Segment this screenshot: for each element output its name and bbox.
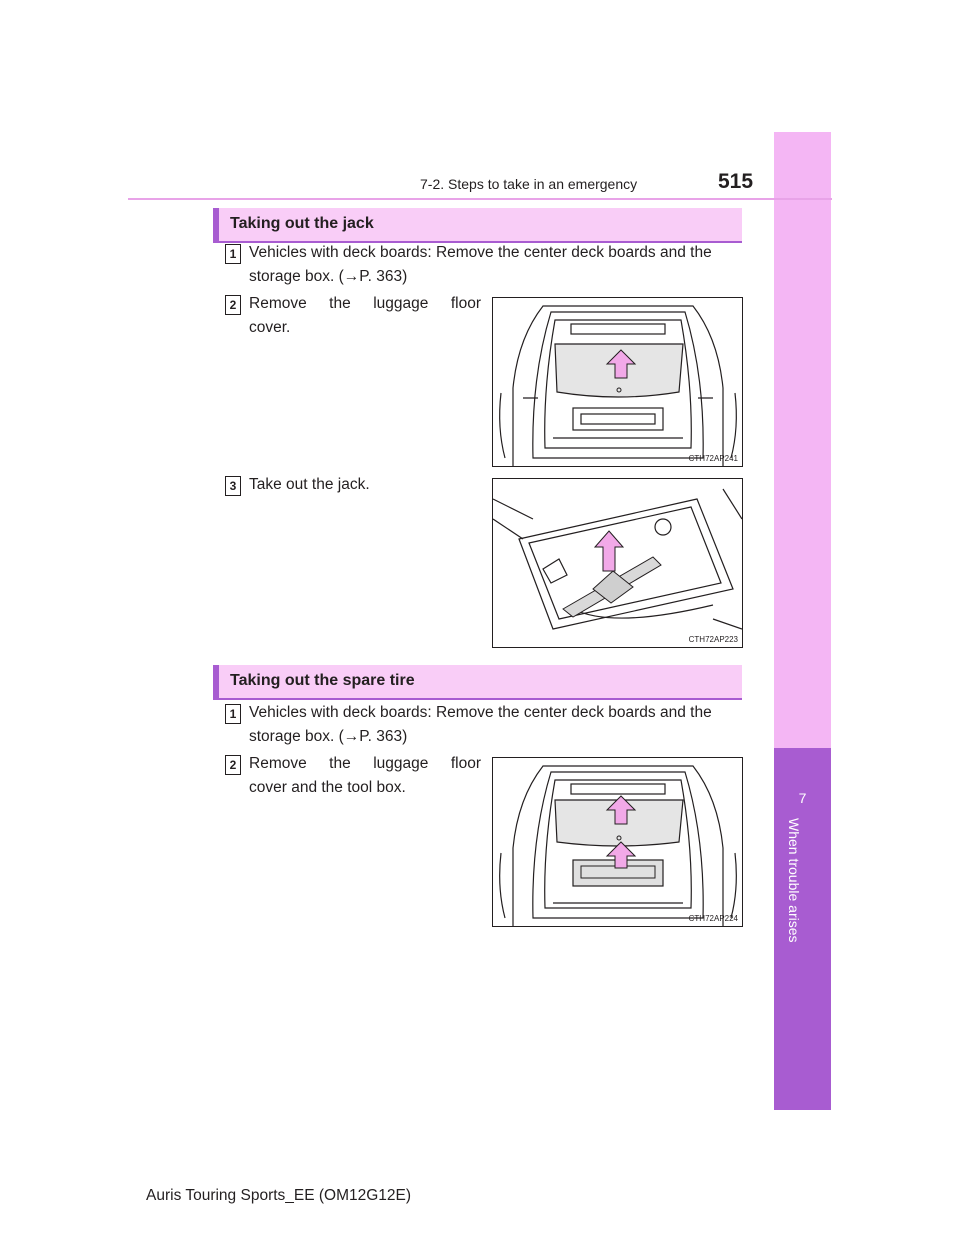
step-text: storage box. (→P. 363)	[249, 268, 408, 285]
luggage-floor-cover-illustration: CTH72AP241	[492, 297, 743, 467]
car-trunk-toolbox-illustration	[499, 765, 737, 926]
jack-storage-illustration	[493, 488, 742, 630]
chapter-dark-purple	[774, 748, 831, 1110]
spare-section-header	[213, 665, 742, 700]
step-text: Take out the jack.	[249, 476, 370, 493]
step-text: Vehicles with deck boards: Remove the ce…	[249, 704, 712, 721]
spare-section-rule	[213, 698, 742, 700]
side-tab	[774, 132, 831, 748]
step-number: 1	[225, 244, 241, 264]
spare-section-title: Taking out the spare tire	[230, 672, 415, 689]
section-header: 7-2. Steps to take in an emergency	[420, 176, 638, 192]
step-number: 3	[225, 476, 241, 496]
figure-code: CTH72AP241	[688, 454, 738, 463]
step-number: 1	[225, 704, 241, 724]
step-text: cover and the tool box.	[249, 779, 406, 796]
step-text: Remove the luggage floor	[249, 755, 481, 772]
chapter-title: When trouble arises	[786, 818, 802, 943]
jack-illustration: CTH72AP223	[492, 478, 743, 648]
footer-model: Auris Touring Sports_EE (OM12G12E)	[146, 1187, 412, 1204]
page-number: 515	[718, 170, 754, 193]
step-text: Vehicles with deck boards: Remove the ce…	[249, 244, 712, 261]
jack-section-title: Taking out the jack	[230, 215, 374, 232]
step-text: Remove the luggage floor	[249, 295, 481, 312]
figure-code: CTH72AP224	[688, 914, 738, 923]
chapter-number: 7	[798, 790, 807, 806]
step-number: 2	[225, 755, 241, 775]
jack-section-header	[213, 208, 742, 243]
step-number: 2	[225, 295, 241, 315]
jack-section-rule	[213, 241, 742, 243]
figure-code: CTH72AP223	[688, 635, 738, 644]
spare-tire-illustration: CTH72AP224	[492, 757, 743, 927]
car-trunk-illustration	[499, 305, 737, 466]
header-rule	[128, 198, 832, 200]
step-text: storage box. (→P. 363)	[249, 728, 408, 745]
step-text: cover.	[249, 319, 291, 336]
